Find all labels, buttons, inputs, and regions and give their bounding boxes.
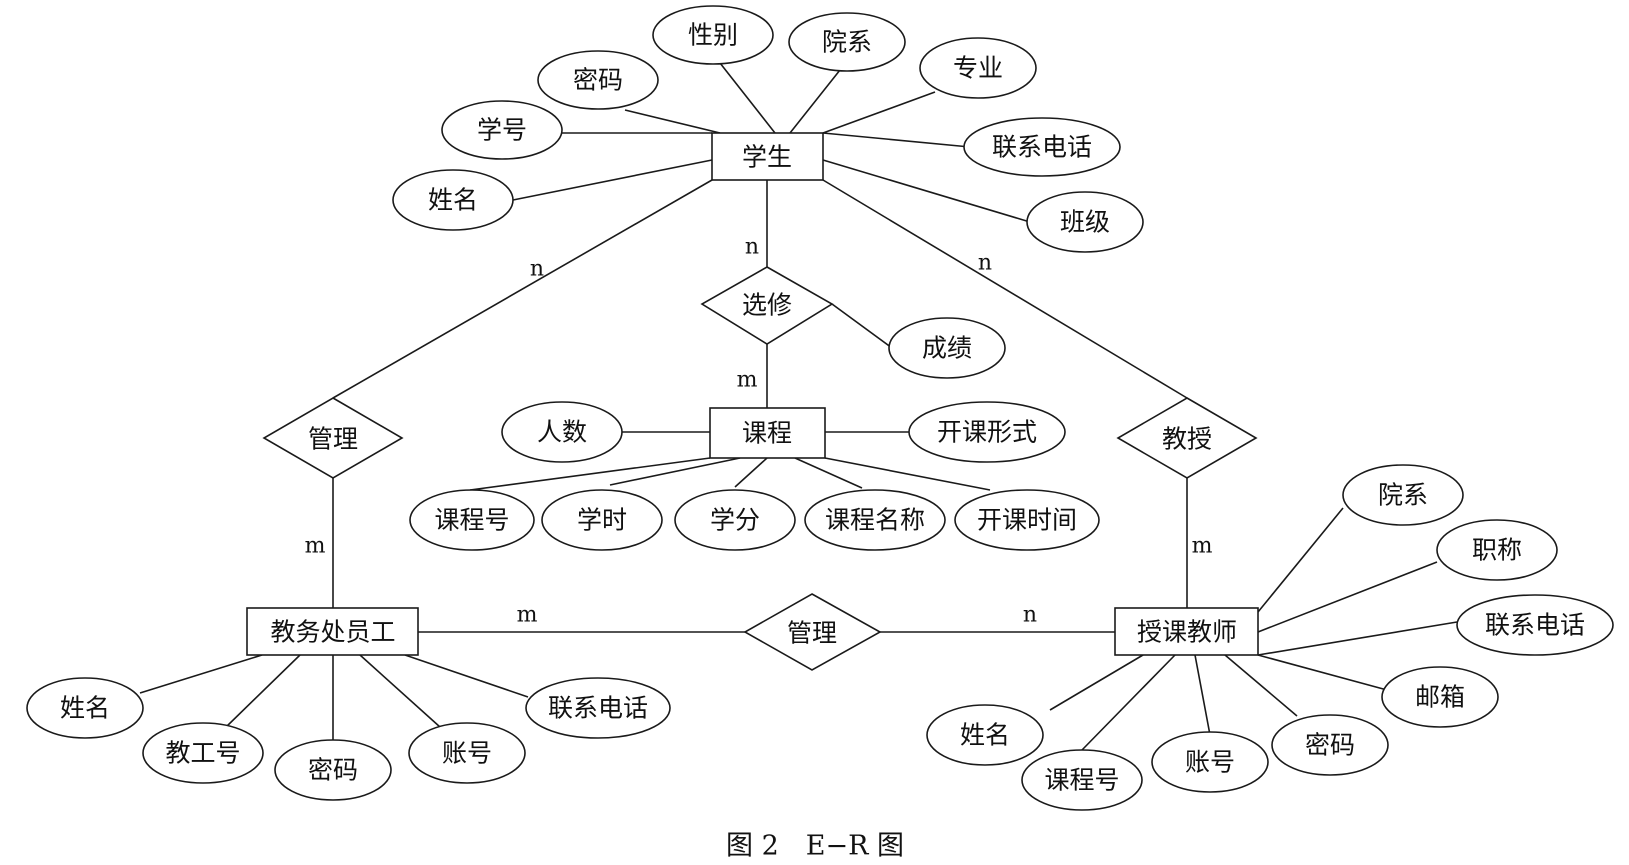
attribute-s-phone-label: 联系电话 — [992, 133, 1092, 162]
figure-caption: 图 2 E−R 图 — [726, 831, 904, 862]
attribute-t-acct: 账号 — [1151, 731, 1269, 793]
attribute-t-dept: 院系 — [1342, 464, 1464, 526]
cardinality-manage-staff: m — [305, 534, 326, 559]
entity-student: 学生 — [711, 132, 824, 181]
attribute-c-credit: 学分 — [674, 489, 796, 551]
entity-teacher: 授课教师 — [1114, 607, 1259, 656]
entity-student-label: 学生 — [742, 143, 792, 172]
entity-teacher-label: 授课教师 — [1137, 618, 1237, 647]
attribute-s-dept: 院系 — [788, 12, 906, 72]
attribute-sel-grade-label: 成绩 — [922, 334, 972, 363]
attribute-t-course-label: 课程号 — [1044, 766, 1119, 795]
attribute-s-gender-label: 性别 — [688, 21, 738, 50]
attribute-s-major: 专业 — [919, 37, 1037, 99]
cardinality-teach-teacher: m — [1192, 534, 1213, 559]
attribute-c-time: 开课时间 — [954, 489, 1100, 551]
attribute-s-name-label: 姓名 — [428, 186, 478, 215]
attribute-sel-grade: 成绩 — [888, 317, 1006, 379]
cardinality-student-teach: n — [978, 251, 992, 276]
attribute-e-id-label: 教工号 — [165, 739, 240, 768]
relationship-manage-left-label: 管理 — [308, 425, 358, 454]
cardinality-labels: n m n m n m m n — [305, 235, 1213, 628]
cardinality-student-select: n — [745, 235, 759, 260]
attribute-s-pwd-label: 密码 — [573, 66, 623, 95]
attribute-c-form: 开课形式 — [908, 401, 1066, 463]
cardinality-select-course: m — [737, 368, 758, 393]
relationship-teach: 教授 — [1116, 397, 1258, 479]
attribute-c-hours: 学时 — [541, 489, 663, 551]
attribute-e-phone: 联系电话 — [525, 677, 671, 739]
attribute-e-name: 姓名 — [26, 677, 144, 739]
attribute-e-acct-label: 账号 — [442, 739, 492, 768]
attribute-e-name-label: 姓名 — [60, 694, 110, 723]
attribute-t-name: 姓名 — [926, 704, 1044, 766]
relationship-teach-label: 教授 — [1162, 425, 1212, 454]
attribute-t-pwd: 密码 — [1271, 714, 1389, 776]
attribute-c-name-label: 课程名称 — [825, 506, 925, 535]
cardinality-manage2-teacher: n — [1023, 603, 1037, 628]
attribute-t-pwd-label: 密码 — [1305, 731, 1355, 760]
attribute-e-pwd: 密码 — [274, 739, 392, 801]
entity-staff: 教务处员工 — [246, 607, 419, 656]
attribute-t-name-label: 姓名 — [960, 721, 1010, 750]
attribute-c-no: 课程号 — [409, 489, 535, 551]
attribute-t-acct-label: 账号 — [1185, 748, 1235, 777]
attribute-s-major-label: 专业 — [953, 54, 1003, 83]
relationship-manage-bottom-label: 管理 — [787, 619, 837, 648]
relationship-select: 选修 — [700, 266, 834, 345]
attribute-t-phone-label: 联系电话 — [1485, 611, 1585, 640]
attribute-s-pwd: 密码 — [537, 50, 659, 110]
attribute-t-title: 职称 — [1436, 519, 1558, 581]
attribute-c-count-label: 人数 — [537, 418, 587, 447]
attribute-s-gender: 性别 — [652, 5, 774, 65]
attribute-s-id: 学号 — [441, 100, 563, 160]
cardinality-staff-manage2: m — [517, 603, 538, 628]
attribute-c-no-label: 课程号 — [434, 506, 509, 535]
attribute-t-mail-label: 邮箱 — [1415, 683, 1465, 712]
relationship-select-label: 选修 — [742, 291, 792, 320]
attribute-s-id-label: 学号 — [477, 116, 527, 145]
attribute-s-name: 姓名 — [392, 169, 514, 231]
relationship-manage-bottom: 管理 — [743, 593, 882, 671]
attribute-e-id: 教工号 — [142, 722, 264, 784]
attribute-t-course: 课程号 — [1021, 749, 1143, 811]
entity-staff-label: 教务处员工 — [270, 618, 395, 647]
attribute-t-phone: 联系电话 — [1456, 594, 1614, 656]
entity-course: 课程 — [709, 407, 826, 459]
attribute-t-dept-label: 院系 — [1378, 481, 1428, 510]
attribute-c-credit-label: 学分 — [710, 506, 760, 535]
attribute-t-mail: 邮箱 — [1381, 666, 1499, 728]
attributes: 性别 院系 密码 专业 学号 联系电话 姓名 班级 成绩 人数 开课形式 课程号… — [26, 5, 1614, 811]
attribute-e-acct: 账号 — [408, 722, 526, 784]
relationship-manage-left: 管理 — [262, 397, 404, 479]
attribute-c-count: 人数 — [501, 401, 623, 463]
attribute-c-name: 课程名称 — [804, 489, 946, 551]
connector-lines — [139, 62, 1458, 751]
entity-course-label: 课程 — [742, 419, 792, 448]
cardinality-student-manage: n — [530, 257, 544, 282]
attribute-t-title-label: 职称 — [1472, 536, 1522, 565]
attribute-e-phone-label: 联系电话 — [548, 694, 648, 723]
attribute-s-class-label: 班级 — [1060, 208, 1110, 237]
attribute-e-pwd-label: 密码 — [308, 756, 358, 785]
attribute-c-form-label: 开课形式 — [937, 418, 1037, 447]
attribute-s-dept-label: 院系 — [822, 28, 872, 57]
attribute-s-phone: 联系电话 — [963, 117, 1121, 177]
attribute-c-time-label: 开课时间 — [977, 506, 1077, 535]
attribute-c-hours-label: 学时 — [577, 506, 627, 535]
attribute-s-class: 班级 — [1026, 191, 1144, 253]
